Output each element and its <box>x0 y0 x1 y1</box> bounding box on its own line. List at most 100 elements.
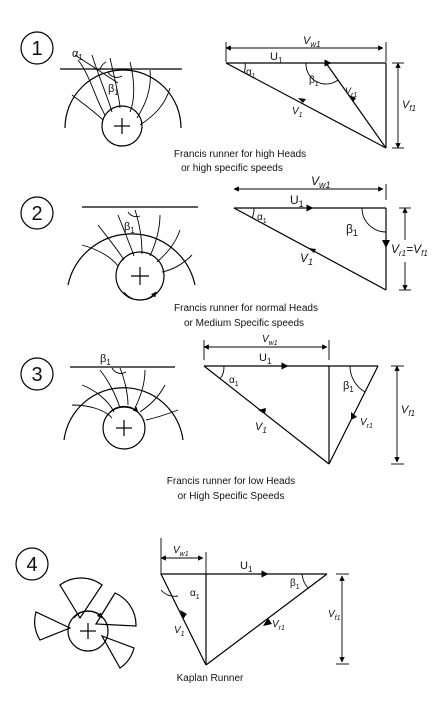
beta-label: β1 <box>343 380 354 394</box>
vr1-vector <box>205 573 328 666</box>
v1-vector <box>203 365 330 465</box>
runner-outer-arc <box>67 233 196 286</box>
panel-2: 2 β1 Vw1 U1 <box>20 174 428 329</box>
vw-label: Vw1 <box>311 174 331 190</box>
runner-hub <box>101 105 143 147</box>
beta-arc <box>349 365 366 393</box>
panel-number-circle <box>15 547 49 581</box>
vr1-equals-vf1-label: Vr1=Vf1 <box>391 242 428 258</box>
guide-vane-line <box>74 54 119 84</box>
panel-number-circle <box>20 31 54 65</box>
v1-vector <box>225 62 387 149</box>
v1-label: V1 <box>174 625 185 638</box>
caption-line-2: or Medium Specific speeds <box>184 318 304 329</box>
beta-arc <box>111 367 127 374</box>
vf1-label: Vf1 <box>328 609 341 622</box>
alpha-arc <box>99 61 107 71</box>
vf1-label: Vf1 <box>402 99 416 113</box>
runner-beta-label: β1 <box>124 221 135 235</box>
panel-3: 3 β1 Vw1 U1 <box>20 334 415 502</box>
runner-outer-arc <box>64 69 182 129</box>
v1-label: V1 <box>255 421 267 435</box>
rotation-arrow <box>109 405 139 413</box>
panel-number-circle <box>20 196 54 230</box>
caption-line-2: or High Specific Speeds <box>178 491 285 502</box>
alpha-label: α1 <box>229 375 239 388</box>
vr1-label: Vr1 <box>360 417 373 430</box>
kaplan-blade <box>34 611 72 641</box>
v1-label: V1 <box>292 106 303 119</box>
beta-arc <box>361 207 387 233</box>
runner-blade <box>97 224 125 261</box>
u1-label: U1 <box>270 51 283 65</box>
francis-runner-low-head: β1 <box>63 353 184 450</box>
beta-arc <box>305 62 339 85</box>
runner-blade <box>156 229 181 263</box>
panel-number: 1 <box>31 38 42 60</box>
runner-outer-arc <box>63 387 184 441</box>
alpha-arc <box>160 589 179 597</box>
francis-runner-normal-head: β1 <box>67 206 198 301</box>
runner-blade <box>134 369 146 409</box>
vw-label: Vw1 <box>303 35 321 49</box>
kaplan-blade <box>94 592 137 627</box>
alpha-label: α1 <box>246 67 256 80</box>
runner-blade <box>81 244 119 267</box>
u1-label: U1 <box>290 193 304 209</box>
velocity-triangle-1: Vw1 U1 α1 β1 Vr1 V1 Vf1 <box>225 35 416 149</box>
velocity-triangle-4: Vw1 U1 α1 β1 V1 Vr1 Vf1 <box>160 538 349 666</box>
runner-hub <box>102 406 146 450</box>
runner-blade <box>161 254 193 273</box>
beta-arc <box>301 573 309 589</box>
vr1-label: Vr1 <box>345 86 357 99</box>
runner-blade <box>71 94 104 121</box>
caption-line-1: Francis runner for normal Heads <box>174 303 318 314</box>
rotation-arrow <box>73 610 103 619</box>
panel-number-circle <box>20 357 54 391</box>
u1-label: U1 <box>240 560 253 574</box>
velocity-triangle-3: Vw1 U1 α1 β1 V1 Vr1 Vf1 <box>203 334 415 465</box>
beta-label: β1 <box>290 578 300 591</box>
runner-blade <box>145 409 179 421</box>
caption-line-1: Francis runner for high Heads <box>174 149 306 160</box>
panel-number: 3 <box>31 364 42 386</box>
panel-number: 2 <box>31 203 42 225</box>
runner-blade <box>119 367 129 406</box>
panel-4: 4 Vw1 U1 α1 β1 <box>15 538 349 684</box>
runner-blade <box>91 54 113 113</box>
vw-label: Vw1 <box>173 545 189 558</box>
alpha-arc <box>219 365 225 380</box>
u1-label: U1 <box>259 352 272 366</box>
runner-blade <box>134 209 143 255</box>
beta-label: β1 <box>309 75 319 88</box>
francis-runner-high-head: α1 β1 <box>60 48 182 147</box>
runner-blade <box>136 69 151 119</box>
caption-line-1: Francis runner for low Heads <box>167 476 295 487</box>
runner-alpha-label: α1 <box>72 48 83 62</box>
vr1-vector <box>325 62 387 149</box>
vr1-label: Vr1 <box>272 619 285 632</box>
kaplan-blade <box>100 634 135 669</box>
kaplan-runner <box>34 577 137 669</box>
alpha-arc <box>243 62 246 74</box>
runner-beta-label: β1 <box>108 83 119 97</box>
runner-blade <box>71 404 113 419</box>
runner-blade <box>81 384 115 413</box>
runner-blade <box>99 369 121 409</box>
vf1-label: Vf1 <box>401 404 415 418</box>
runner-blade <box>139 87 171 126</box>
alpha-label: α1 <box>190 588 200 601</box>
alpha-label: α1 <box>257 212 267 225</box>
v1-label: V1 <box>300 251 313 267</box>
v1-vector <box>160 573 207 666</box>
runner-blade <box>139 384 166 413</box>
vw-label: Vw1 <box>262 334 278 347</box>
velocity-triangle-2: Vw1 U1 α1 β1 V1 Vr1=Vf1 <box>233 174 428 291</box>
runner-blade <box>77 59 106 116</box>
runner-beta-label: β1 <box>100 353 111 367</box>
panel-1: 1 α1 β1 Vw1 <box>20 31 416 174</box>
beta-label: β1 <box>346 222 358 238</box>
alpha-arc <box>251 207 255 219</box>
